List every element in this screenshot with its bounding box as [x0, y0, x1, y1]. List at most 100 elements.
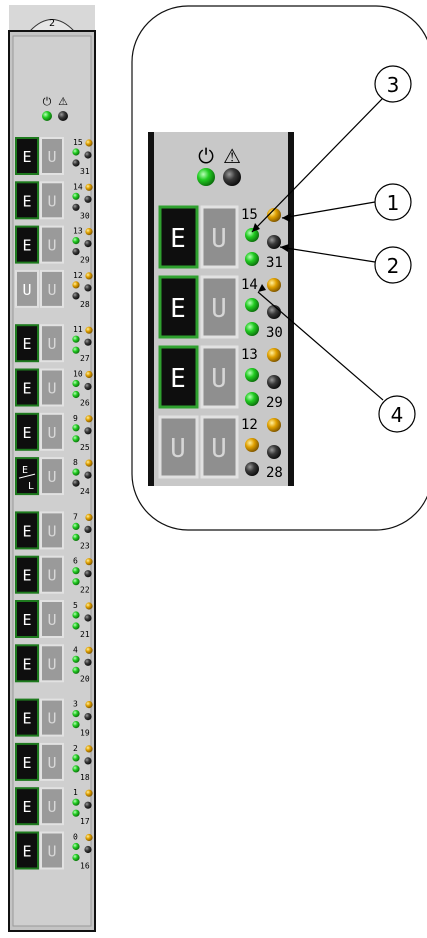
- port-second-block[interactable]: [40, 831, 64, 870]
- zoom-port-led-link: [245, 438, 259, 452]
- port-mode-label: E: [22, 148, 31, 166]
- zoom-port-mode-label: E: [170, 294, 186, 324]
- port-mode-label: E: [22, 798, 31, 816]
- zoom-port-mode-label: E: [170, 224, 186, 254]
- zoom-port-second-block[interactable]: [200, 275, 239, 339]
- port-mode-block[interactable]: [15, 698, 39, 737]
- port-second-block[interactable]: [40, 511, 64, 550]
- port-number-top: 5: [73, 601, 78, 610]
- zoom-port-mode-block[interactable]: [158, 345, 199, 409]
- arrow-head-3: [252, 223, 260, 232]
- zoom-port-second-label: U: [211, 224, 227, 254]
- port-second-block[interactable]: [40, 225, 64, 264]
- zoom-port-second-block[interactable]: [200, 415, 239, 479]
- port-second-label: U: [47, 522, 56, 540]
- zoom-port-led-link: [245, 228, 259, 242]
- port-number-top: 12: [73, 271, 83, 280]
- port-second-block[interactable]: [40, 742, 64, 781]
- zoom-port-led-status: [245, 392, 259, 406]
- zoom-port-second-block[interactable]: [200, 345, 239, 409]
- port-mode-block[interactable]: [15, 742, 39, 781]
- port-number-top: 6: [73, 557, 78, 566]
- port-second-label: U: [47, 192, 56, 210]
- port-second-block[interactable]: [40, 137, 64, 175]
- port-led-status: [72, 346, 80, 354]
- port-led-amber: [85, 370, 93, 379]
- port-second-block[interactable]: [40, 698, 64, 737]
- zoom-port-mode-block[interactable]: [158, 415, 199, 479]
- port-number-top: 13: [73, 227, 83, 236]
- callout-marker-1: [374, 183, 412, 221]
- zoom-port-mode-block[interactable]: [158, 205, 199, 269]
- zoom-port-led-amber: [267, 418, 281, 432]
- port-second-block[interactable]: [40, 181, 64, 220]
- port-led-activity: [84, 427, 92, 435]
- port-second-block[interactable]: [40, 269, 64, 308]
- port-number-bottom: 24: [80, 487, 90, 496]
- zoom-port-second-block[interactable]: [200, 205, 239, 269]
- port-mode-block[interactable]: [15, 225, 39, 264]
- callout-number-1: 1: [387, 191, 400, 215]
- port-mode-block[interactable]: [15, 412, 39, 451]
- port-second-block[interactable]: [40, 324, 64, 363]
- zoom-port-mode-block[interactable]: [158, 275, 199, 339]
- port-second-block[interactable]: [40, 644, 64, 683]
- port-mode-block[interactable]: [15, 555, 39, 594]
- port-mode-label: E: [22, 754, 31, 772]
- port-second-block[interactable]: [40, 787, 64, 826]
- port-led-status: [72, 390, 80, 399]
- port-second-block[interactable]: [40, 368, 64, 407]
- port-led-link: [72, 148, 80, 156]
- port-led-link: [72, 192, 80, 200]
- port-led-link: [72, 468, 80, 476]
- port-led-status: [72, 203, 80, 211]
- port-mode-block[interactable]: [15, 600, 39, 638]
- port-led-status: [72, 721, 80, 729]
- callout-marker-3: [374, 65, 412, 103]
- port-second-block[interactable]: [40, 457, 64, 496]
- port-number-bottom: 17: [80, 817, 90, 826]
- callout-marker-4: [378, 395, 416, 433]
- port-mode-block[interactable]: [15, 368, 39, 407]
- port-second-label: U: [47, 237, 56, 255]
- port-number-bottom: 16: [80, 862, 90, 871]
- zoom-port-led-link: [245, 368, 259, 382]
- port-mode-block[interactable]: [15, 137, 39, 175]
- port-number-top: 8: [73, 458, 78, 467]
- port-mode-block[interactable]: [15, 269, 39, 308]
- port-mode-block[interactable]: [15, 831, 39, 870]
- port-number-bottom: 19: [80, 729, 90, 738]
- port-led-activity: [84, 151, 92, 159]
- port-second-block[interactable]: [40, 555, 64, 594]
- zoom-port-led-link: [245, 298, 259, 312]
- port-number-bottom: 23: [80, 541, 90, 550]
- port-led-link: [72, 567, 80, 575]
- port-second-block[interactable]: [40, 412, 64, 451]
- port-led-activity: [84, 713, 92, 721]
- leader-line-3: [251, 97, 384, 233]
- port-mode-block[interactable]: [15, 511, 39, 550]
- port-mode-block[interactable]: [15, 787, 39, 826]
- port-led-status: [72, 479, 80, 487]
- port-led-amber: [85, 833, 93, 842]
- port-second-block[interactable]: [40, 600, 64, 638]
- port-number-top: 9: [73, 414, 78, 423]
- port-mode-label: E: [22, 611, 31, 629]
- port-mode-block[interactable]: [15, 324, 39, 363]
- port-second-label: U: [47, 468, 56, 486]
- port-led-activity: [84, 658, 92, 666]
- port-mode-block[interactable]: [15, 644, 39, 683]
- zoom-port-led-status: [245, 252, 259, 266]
- zoom-port-led-activity: [267, 445, 281, 459]
- port-number-bottom: 21: [80, 630, 90, 639]
- port-mode-block[interactable]: [15, 181, 39, 220]
- zoom-port-led-activity: [267, 305, 281, 319]
- port-second-label: U: [47, 148, 56, 166]
